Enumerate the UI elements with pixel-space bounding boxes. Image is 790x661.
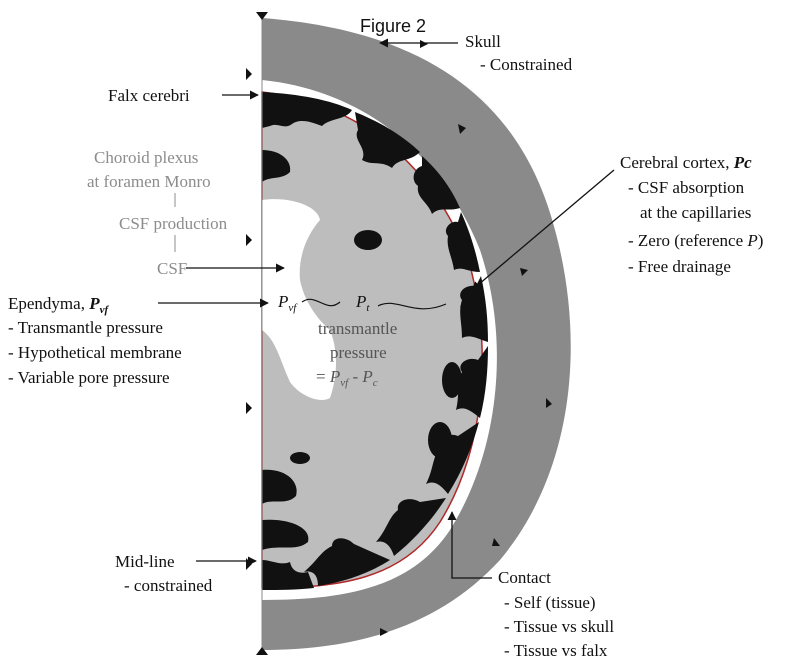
contact-label: Contact <box>498 568 551 587</box>
choroid-label-1: Choroid plexus <box>94 148 198 167</box>
cortex-label: Cerebral cortex, Pc <box>620 153 752 172</box>
contact-item-2: - Tissue vs skull <box>504 617 614 636</box>
transmantle-label-1: transmantle <box>318 319 397 338</box>
cortex-item-4: - Free drainage <box>628 257 731 276</box>
figure-title: Figure 2 <box>360 16 426 36</box>
ependyma-item-2: - Hypothetical membrane <box>8 343 182 362</box>
contact-item-3: - Tissue vs falx <box>504 641 608 660</box>
cortex-item-2: at the capillaries <box>640 203 751 222</box>
falx-label: Falx cerebri <box>108 86 190 105</box>
csf-label: CSF <box>157 259 187 278</box>
transmantle-label-2: pressure <box>330 343 387 362</box>
ependyma-item-1: - Transmantle pressure <box>8 318 163 337</box>
midline-sub-label: - constrained <box>124 576 213 595</box>
cortex-item-1: - CSF absorption <box>628 178 745 197</box>
contact-item-1: - Self (tissue) <box>504 593 596 612</box>
ependyma-label: Ependyma, Pvf <box>8 294 109 316</box>
midline-label: Mid-line <box>115 552 175 571</box>
skull-label: Skull <box>465 32 501 51</box>
cortex-item-3: - Zero (reference P) <box>628 231 763 250</box>
ependyma-item-3: - Variable pore pressure <box>8 368 170 387</box>
choroid-label-2: at foramen Monro <box>87 172 211 191</box>
skull-sub-label: - Constrained <box>480 55 573 74</box>
csf-production-label: CSF production <box>119 214 228 233</box>
